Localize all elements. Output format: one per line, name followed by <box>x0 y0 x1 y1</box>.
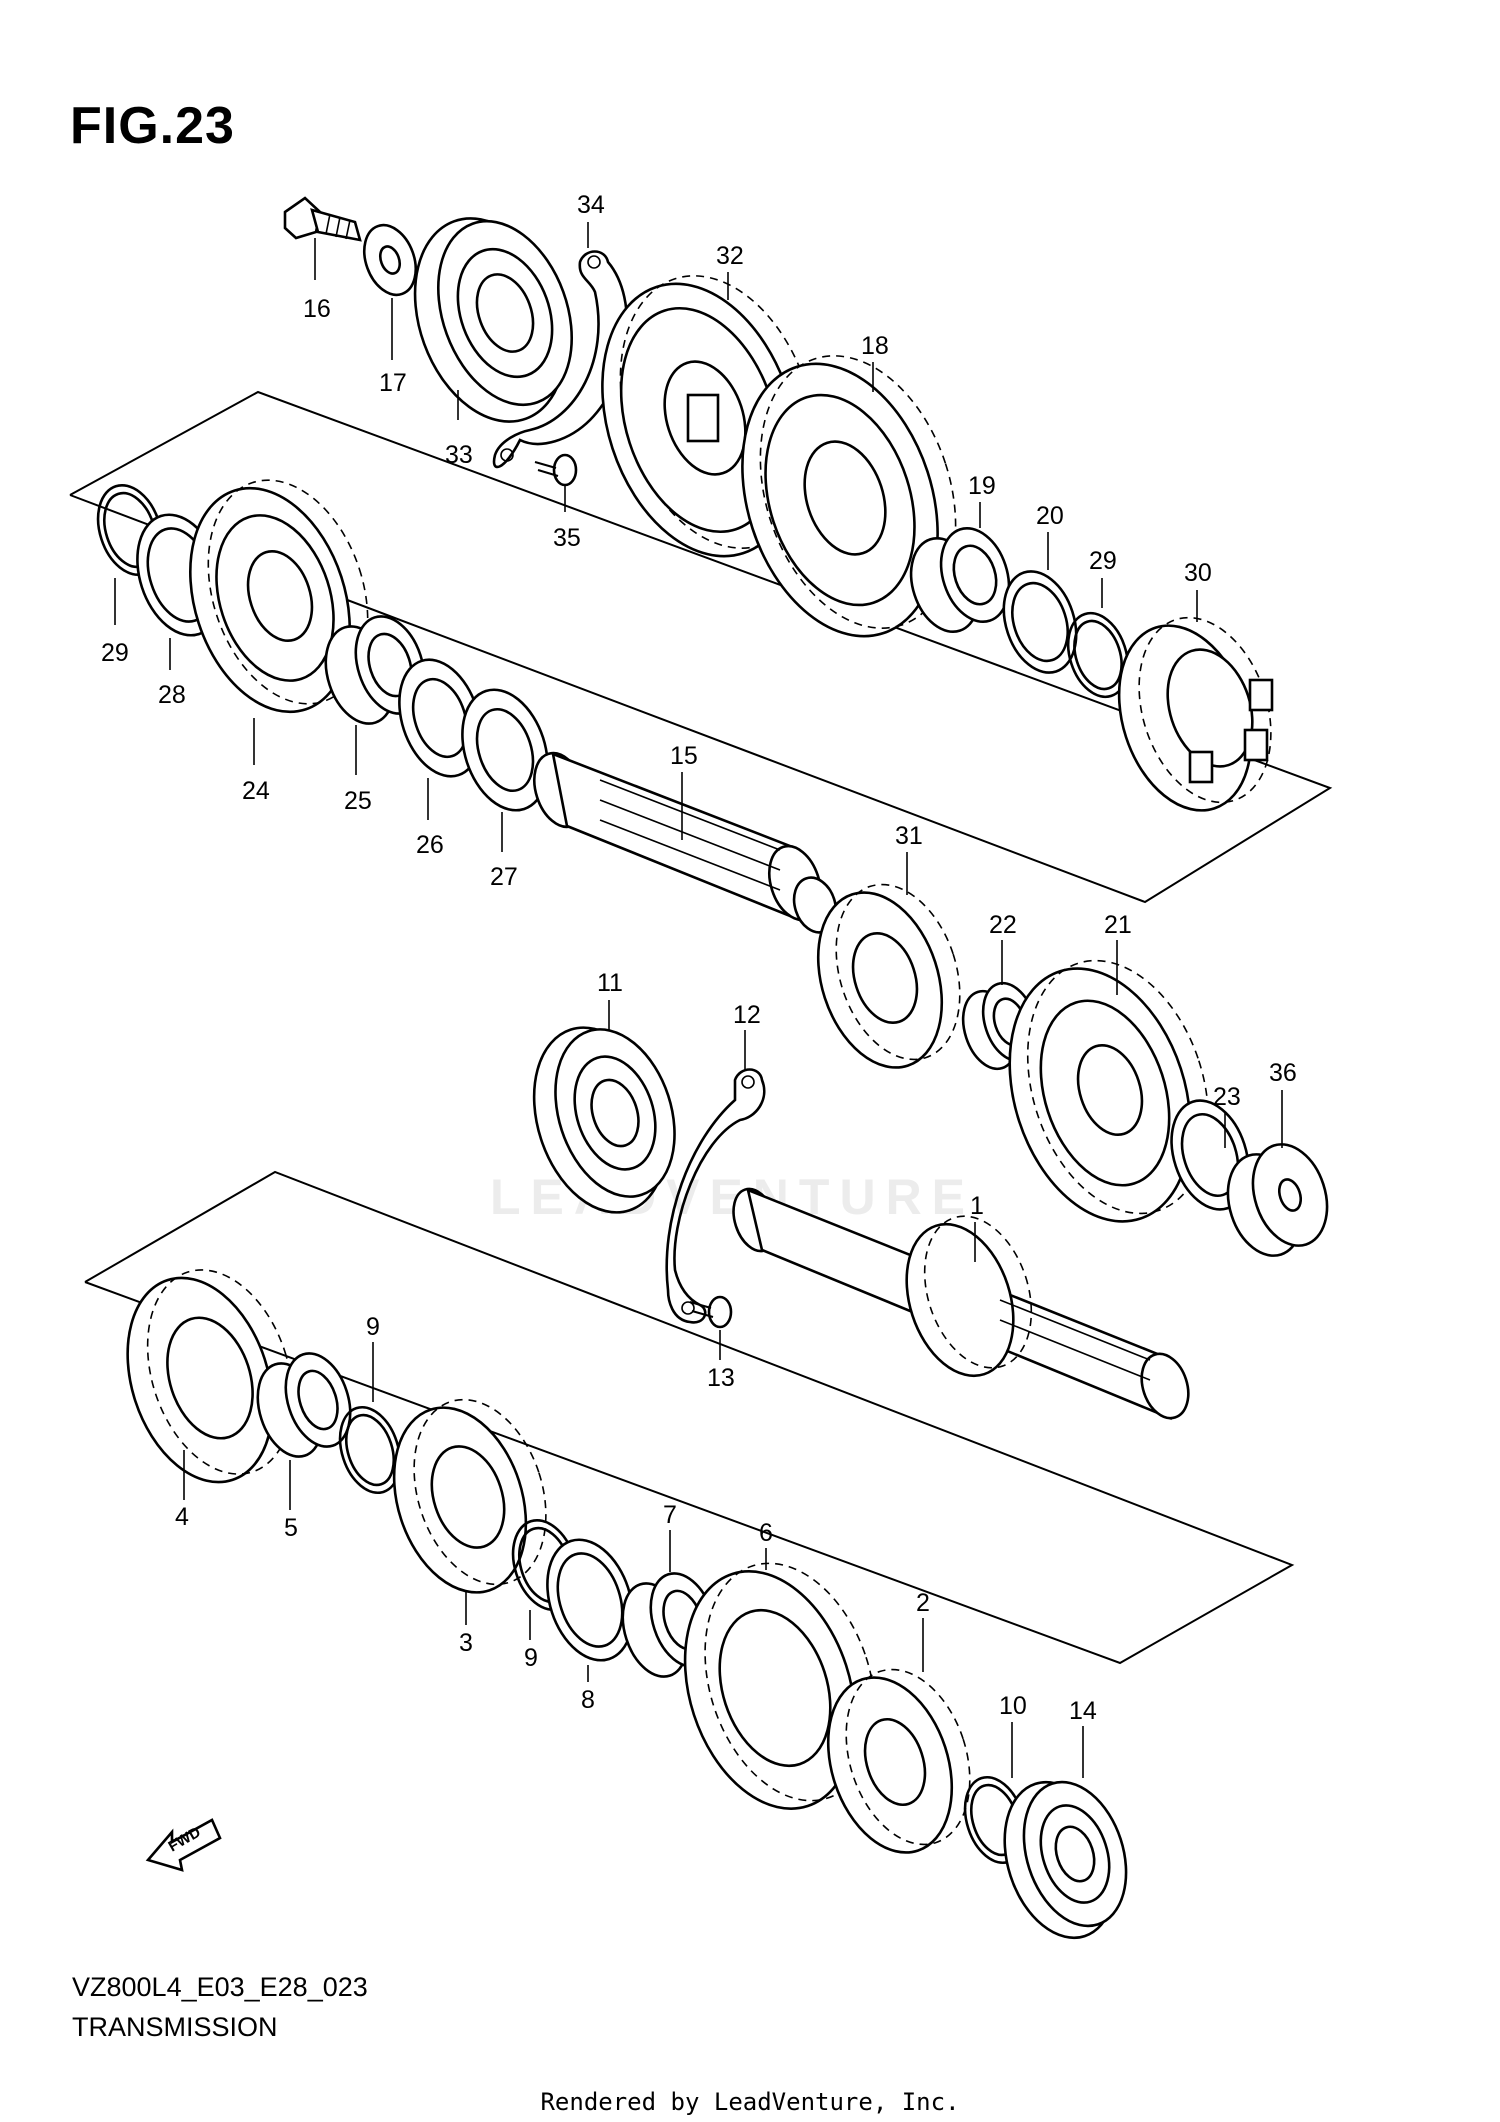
part-19-bushing <box>909 526 1011 634</box>
callout-17: 17 <box>379 369 407 397</box>
callout-8: 8 <box>581 1686 595 1714</box>
callout-30: 30 <box>1184 559 1212 587</box>
callout-6: 6 <box>759 1519 773 1547</box>
leader-lines <box>114 222 1283 1778</box>
callout-27: 27 <box>490 863 518 891</box>
part-9-circlip-upper <box>338 1405 402 1495</box>
callout-31: 31 <box>895 822 923 850</box>
callout-36: 36 <box>1269 1059 1297 1087</box>
callout-29-right: 29 <box>1089 547 1117 575</box>
part-21-gear <box>1008 959 1210 1223</box>
part-2-gear <box>826 1668 971 1854</box>
callout-1: 1 <box>970 1192 984 1220</box>
diagram-code: VZ800L4_E03_E28_023 <box>72 1972 368 2002</box>
part-30-gear <box>1117 616 1274 812</box>
part-16-bolt <box>283 196 362 242</box>
part-17-washer <box>363 223 417 297</box>
callout-15: 15 <box>670 742 698 770</box>
countershaft-group-outline <box>69 390 1333 904</box>
part-33-bearing <box>413 217 574 423</box>
callout-26: 26 <box>416 831 444 859</box>
callout-24: 24 <box>242 777 270 805</box>
part-1-driveshaft <box>732 1187 1190 1421</box>
section-title: TRANSMISSION <box>72 2012 278 2042</box>
part-36-cap <box>1226 1143 1329 1257</box>
part-26-lock-washer <box>398 658 482 778</box>
callout-9-lower: 9 <box>524 1644 538 1672</box>
figure-title: FIG.23 <box>70 97 235 155</box>
callout-22: 22 <box>989 911 1017 939</box>
callout-5: 5 <box>284 1514 298 1542</box>
part-18-gear <box>741 355 957 638</box>
callout-13: 13 <box>707 1364 735 1392</box>
callout-10: 10 <box>999 1692 1027 1720</box>
part-35-screw <box>534 453 578 487</box>
callout-9-upper: 9 <box>366 1313 380 1341</box>
part-11-bearing <box>532 1026 676 1214</box>
callout-21: 21 <box>1104 911 1132 939</box>
part-27-washer <box>461 688 549 812</box>
part-5-bushing <box>256 1352 352 1458</box>
part-14-bearing <box>1003 1780 1128 1940</box>
callout-32: 32 <box>716 242 744 270</box>
callout-16: 16 <box>303 295 331 323</box>
callout-7: 7 <box>663 1501 677 1529</box>
callout-29-left: 29 <box>101 639 129 667</box>
callout-11: 11 <box>597 969 623 997</box>
callout-14: 14 <box>1069 1697 1097 1725</box>
part-31-gear <box>816 883 961 1069</box>
part-6-gear <box>683 1562 876 1810</box>
part-3-gear <box>392 1398 547 1594</box>
part-15-countershaft <box>533 751 838 934</box>
callout-18: 18 <box>861 332 889 360</box>
callout-20: 20 <box>1036 502 1064 530</box>
footer-rendered-by: Rendered by LeadVenture, Inc. <box>540 2088 960 2116</box>
callout-4: 4 <box>175 1503 189 1531</box>
callout-25: 25 <box>344 787 372 815</box>
part-24-gear <box>189 479 369 714</box>
callout-34: 34 <box>577 191 605 219</box>
part-8-washer <box>546 1538 634 1662</box>
callout-28: 28 <box>158 681 186 709</box>
callout-23: 23 <box>1213 1083 1241 1111</box>
callout-19: 19 <box>968 472 996 500</box>
fwd-arrow-icon: FWD <box>145 1818 222 1872</box>
callout-2: 2 <box>916 1589 930 1617</box>
part-4-gear <box>126 1269 294 1484</box>
callout-12: 12 <box>733 1001 761 1029</box>
part-20-washer <box>1002 570 1078 674</box>
part-12-bearing-retainer <box>665 1068 766 1324</box>
driveshaft-group-outline <box>84 1170 1295 1665</box>
part-29-circlip-right <box>1066 611 1130 699</box>
part-34-bearing-retainer <box>492 250 629 469</box>
callout-33: 33 <box>445 441 473 469</box>
part-13-screw <box>689 1295 733 1329</box>
callout-3: 3 <box>459 1629 473 1657</box>
callout-35: 35 <box>553 524 581 552</box>
